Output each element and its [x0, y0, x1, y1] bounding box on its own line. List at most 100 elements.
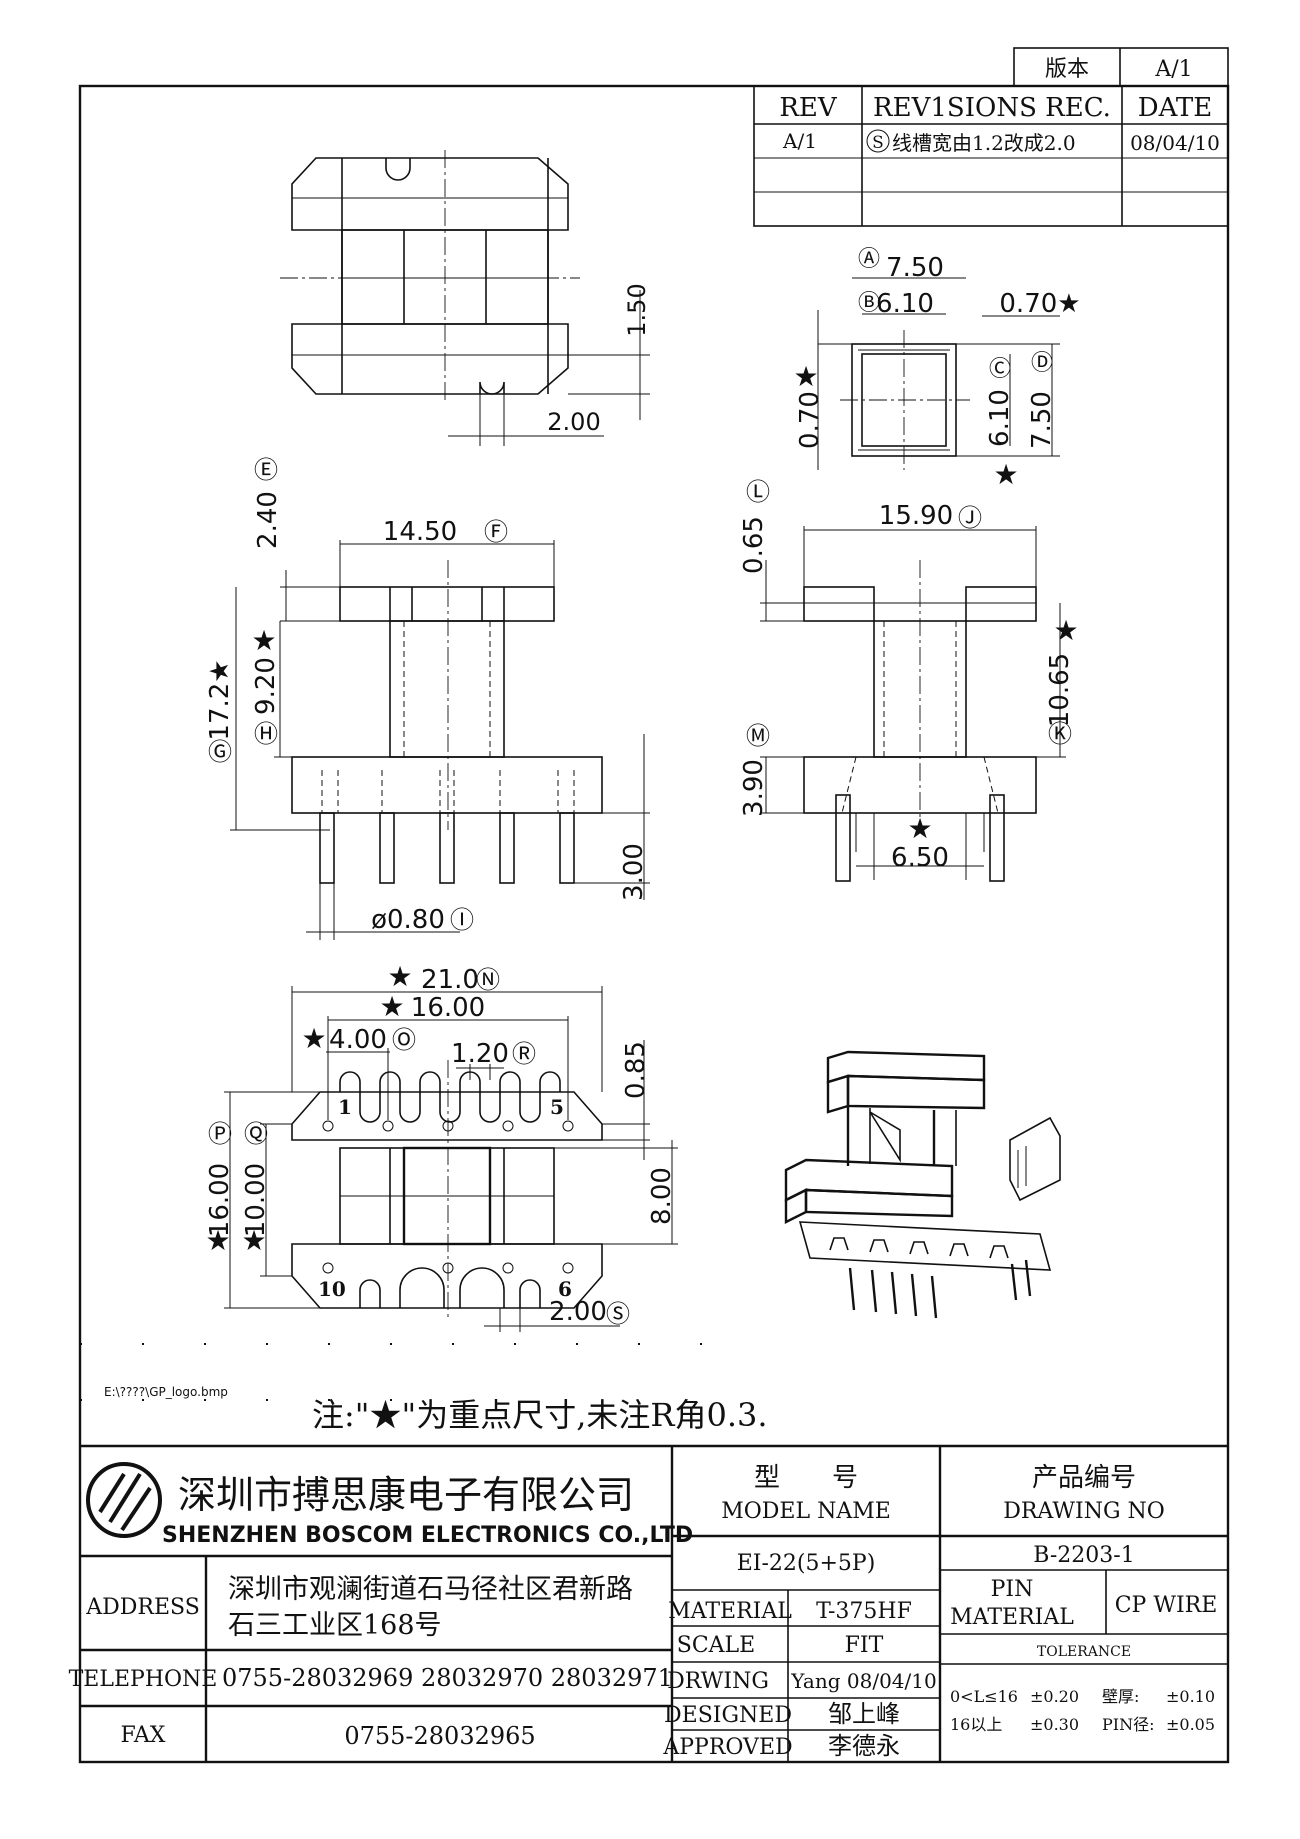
side-dim-width: 15.90 — [879, 501, 953, 531]
revision-date: 08/04/10 — [1130, 131, 1220, 155]
side-dim-pin-span: 6.50 — [891, 843, 949, 873]
pin-label-1: 1 — [338, 1095, 352, 1119]
bot-dim-flange-h: 0.85 — [621, 1041, 651, 1099]
side-dim-base-h: 3.90 — [739, 759, 769, 817]
tol-row2-k: PIN径: — [1102, 1715, 1154, 1734]
footnote: 注:"★"为重点尺寸,未注R角0.3. — [312, 1396, 768, 1434]
svg-text:★: ★ — [205, 1224, 230, 1257]
side-dim-top-h: 0.65 — [739, 516, 769, 574]
svg-text:Ⓟ: Ⓟ — [208, 1120, 232, 1148]
svg-text:Ⓢ: Ⓢ — [606, 1300, 630, 1328]
revision-table: REV REV1SIONS REC. DATE A/1 S 线槽宽由1.2改成2… — [753, 85, 1229, 227]
sec-dim-a: 7.50 — [886, 253, 944, 283]
top-dim-height: 1.50 — [623, 283, 651, 336]
svg-text:★: ★ — [793, 360, 818, 393]
version-box: 版本 A/1 — [1013, 47, 1229, 87]
tol-row1-v: ±0.10 — [1166, 1687, 1215, 1706]
svg-text:Ⓡ: Ⓡ — [512, 1040, 536, 1068]
material-value: T-375HF — [816, 1599, 912, 1624]
rev-value: A/1 — [782, 129, 817, 153]
pin-label-5: 5 — [550, 1095, 564, 1119]
svg-text:Ⓙ: Ⓙ — [958, 504, 982, 532]
svg-text:Ⓒ: Ⓒ — [989, 357, 1011, 382]
model-label-en: MODEL NAME — [721, 1499, 891, 1524]
svg-text:★: ★ — [241, 1224, 266, 1257]
version-label: 版本 — [1045, 57, 1089, 82]
section-view: Ⓐ 7.50 Ⓑ 6.10 0.70★ 0.70 ★ Ⓒ 6.10 Ⓓ 7.50… — [793, 247, 1080, 491]
drawing-no-value: B-2203-1 — [1033, 1543, 1134, 1568]
model-value: EI-22(5+5P) — [737, 1551, 876, 1576]
scale-value: FIT — [845, 1633, 884, 1658]
tol-row1-val: ±0.20 — [1030, 1687, 1079, 1706]
approved-label: APPROVED — [662, 1735, 792, 1760]
svg-text:★: ★ — [301, 1022, 326, 1055]
fax-label: FAX — [121, 1723, 166, 1748]
drawing-no-label-cn: 产品编号 — [1032, 1463, 1136, 1493]
revision-mark: S — [872, 133, 884, 153]
svg-text:★: ★ — [907, 812, 932, 845]
sec-dim-wall-left: 0.70 — [795, 391, 825, 449]
revisions-header: REV1SIONS REC. — [873, 93, 1111, 123]
isometric-view — [784, 1050, 1061, 1319]
front-view: 14.50 Ⓕ Ⓔ 2.40 17.2★ Ⓖ ★ 9.20 Ⓗ 3.00 ø0.… — [205, 456, 650, 940]
tol-row2-v: ±0.05 — [1166, 1715, 1215, 1734]
tolerance-label: TOLERANCE — [1037, 1644, 1131, 1660]
svg-text:★: ★ — [387, 960, 412, 993]
pin-material-label2: MATERIAL — [950, 1605, 1074, 1630]
svg-text:Ⓜ: Ⓜ — [746, 722, 770, 750]
company-name-cn: 深圳市搏思康电子有限公司 — [178, 1473, 634, 1517]
pin-label-6: 6 — [558, 1277, 572, 1301]
bot-dim-slot: 1.20 — [451, 1039, 509, 1069]
approved-value: 李德永 — [828, 1732, 900, 1760]
front-dim-total-h: 17.2★ — [205, 659, 235, 740]
svg-text:Ⓠ: Ⓠ — [244, 1120, 268, 1148]
svg-text:Ⓞ: Ⓞ — [392, 1026, 416, 1054]
svg-text:Ⓑ: Ⓑ — [858, 291, 880, 316]
svg-text:Ⓛ: Ⓛ — [746, 478, 770, 506]
bot-dim-core-h: 8.00 — [647, 1167, 677, 1225]
svg-text:★: ★ — [1053, 614, 1078, 647]
fax-value: 0755-28032965 — [344, 1722, 535, 1750]
front-dim-width: 14.50 — [383, 517, 457, 547]
svg-text:★: ★ — [993, 458, 1018, 491]
bottom-view: 1 5 10 6 ★ 21.0 Ⓝ ★ 16.00 ★ 4.00 Ⓞ 1. — [205, 960, 678, 1332]
logo-path: E:\????\GP_logo.bmp — [104, 1385, 228, 1399]
model-label-cn: 型 号 — [754, 1463, 858, 1493]
address-line2: 石三工业区168号 — [228, 1610, 442, 1641]
tol-row2-cond: 16以上 — [950, 1715, 1002, 1734]
bot-dim-pin-span: 16.00 — [411, 993, 485, 1023]
sec-dim-b: 6.10 — [876, 289, 934, 319]
bot-dim-slot2: 2.00 — [549, 1297, 607, 1327]
front-dim-pin-dia: ø0.80 — [371, 905, 445, 935]
company-logo — [86, 1462, 162, 1538]
svg-text:Ⓚ: Ⓚ — [1048, 720, 1072, 748]
date-header: DATE — [1138, 93, 1213, 123]
front-dim-inner-h: 9.20 — [251, 657, 281, 715]
svg-text:★: ★ — [379, 990, 404, 1023]
telephone-label: TELEPHONE — [69, 1667, 218, 1692]
drawing-no-label-en: DRAWING NO — [1003, 1499, 1165, 1524]
drawing-label: DRWING — [667, 1669, 769, 1694]
version-value: A/1 — [1154, 57, 1192, 82]
sec-dim-c: 6.10 — [985, 389, 1015, 447]
company-name-en: SHENZHEN BOSCOM ELECTRONICS CO.,LTD — [162, 1523, 693, 1548]
bot-dim-inner-h: 10.00 — [241, 1163, 271, 1237]
bot-dim-total-h: 16.00 — [205, 1163, 235, 1237]
material-label: MATERIAL — [668, 1599, 792, 1624]
svg-text:Ⓐ: Ⓐ — [858, 247, 880, 272]
telephone-value: 0755-28032969 28032970 28032971 — [222, 1664, 673, 1692]
rev-header: REV — [779, 93, 838, 123]
svg-text:Ⓓ: Ⓓ — [1031, 351, 1053, 376]
svg-text:★: ★ — [251, 624, 276, 657]
revision-record: 线槽宽由1.2改成2.0 — [892, 131, 1076, 155]
bot-dim-pitch: 4.00 — [329, 1025, 387, 1055]
svg-text:Ⓖ: Ⓖ — [208, 738, 232, 766]
tol-row1-cond: 0<L≤16 — [950, 1687, 1018, 1706]
sec-dim-wall-top: 0.70★ — [999, 289, 1080, 319]
pin-material-value: CP WIRE — [1115, 1593, 1218, 1618]
bot-dim-total-w: 21.0 — [421, 965, 479, 995]
sheet-border — [78, 84, 1230, 1764]
drawing-value: Yang 08/04/10 — [790, 1669, 936, 1693]
address-label: ADDRESS — [85, 1595, 200, 1620]
